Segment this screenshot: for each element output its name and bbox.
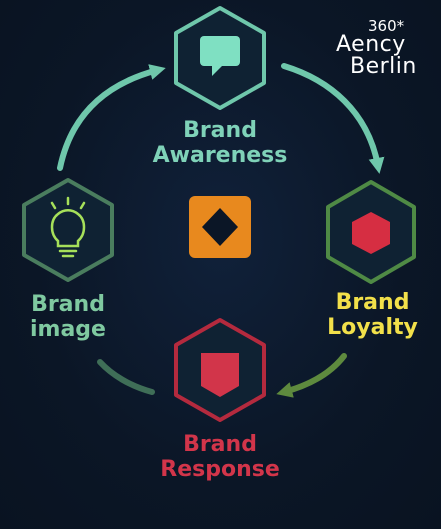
loyalty-label-line1: Brand	[335, 290, 410, 315]
response-node	[174, 318, 266, 422]
speech-bubble-icon	[200, 36, 240, 76]
lightbulb-icon	[50, 196, 86, 258]
response-label: Brand Response	[120, 432, 320, 482]
image-node	[22, 178, 114, 282]
shield-icon	[201, 353, 239, 397]
arrow-awareness-to-loyalty	[281, 63, 385, 174]
agency-logo: 360* Aency Berlin	[332, 18, 438, 78]
diamond-icon	[202, 208, 238, 246]
logo-line1: 360*	[368, 17, 405, 35]
arrow-loyalty-to-response	[276, 353, 347, 398]
loyalty-label: Brand Loyalty	[300, 290, 441, 340]
logo-line3: Berlin	[350, 54, 417, 79]
hexagon-icon	[352, 212, 390, 254]
awareness-label-line1: Brand	[183, 118, 257, 143]
loyalty-label-line2: Loyalty	[327, 315, 418, 340]
image-label: Brand image	[8, 292, 128, 342]
logo-line2: Aency	[336, 32, 406, 57]
awareness-label-line2: Awareness	[152, 143, 288, 168]
arrow-response-to-image	[97, 359, 155, 395]
arrow-image-to-awareness	[57, 64, 166, 171]
center-node	[189, 196, 251, 258]
loyalty-node	[326, 180, 416, 284]
image-label-line1: Brand	[31, 292, 105, 317]
awareness-label: Brand Awareness	[120, 118, 320, 168]
response-label-line1: Brand	[183, 432, 257, 457]
awareness-node	[174, 6, 266, 110]
response-label-line2: Response	[160, 457, 280, 482]
image-label-line2: image	[30, 317, 106, 342]
